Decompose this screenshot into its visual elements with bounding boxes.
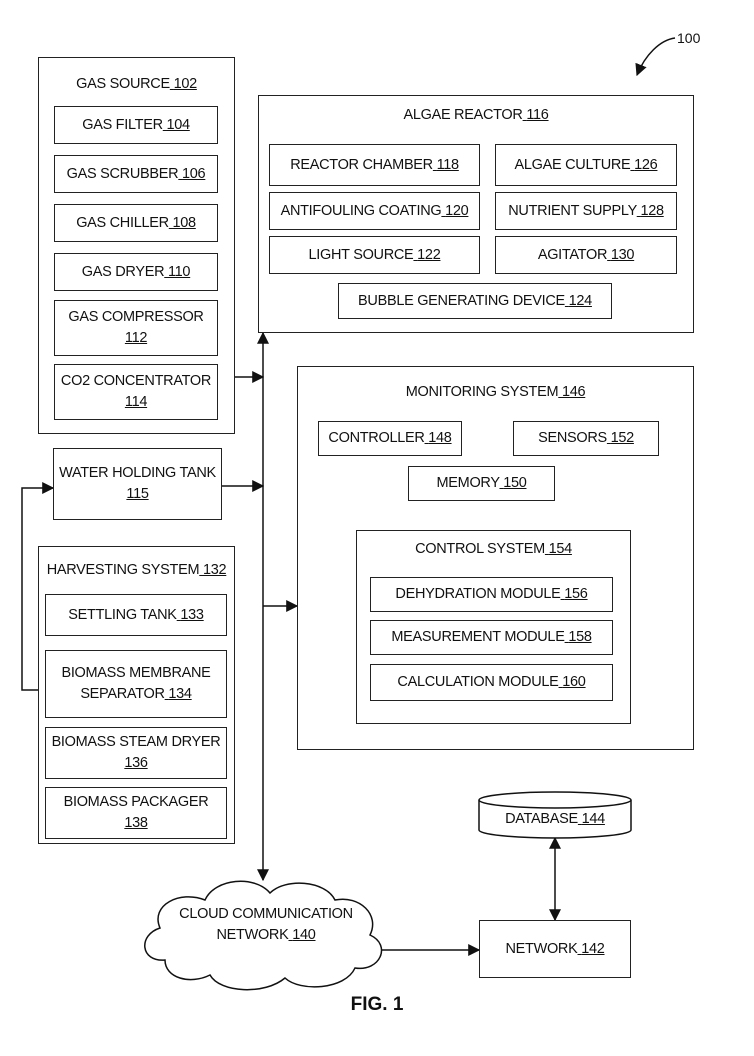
nutrient-supply-box: NUTRIENT SUPPLY128 bbox=[495, 192, 677, 230]
database-label: DATABASE144 bbox=[479, 808, 631, 830]
gas-source-title: GAS SOURCE102 bbox=[39, 75, 234, 94]
algae-culture-box: ALGAE CULTURE126 bbox=[495, 144, 677, 186]
ref-100-leader bbox=[637, 38, 675, 75]
biomass-steam-dryer-box: BIOMASS STEAM DRYER 136 bbox=[45, 727, 227, 779]
figure-reference-number: 100 bbox=[677, 30, 700, 46]
water-holding-tank-box: WATER HOLDING TANK 115 bbox=[53, 448, 222, 520]
light-source-box: LIGHT SOURCE122 bbox=[269, 236, 480, 274]
settling-tank-box: SETTLING TANK133 bbox=[45, 594, 227, 636]
sensors-box: SENSORS152 bbox=[513, 421, 659, 456]
control-system-title: CONTROL SYSTEM154 bbox=[357, 540, 630, 559]
agitator-box: AGITATOR130 bbox=[495, 236, 677, 274]
controller-box: CONTROLLER148 bbox=[318, 421, 462, 456]
memory-box: MEMORY150 bbox=[408, 466, 555, 501]
biomass-membrane-separator-box: BIOMASS MEMBRANE SEPARATOR134 bbox=[45, 650, 227, 718]
biomass-packager-box: BIOMASS PACKAGER 138 bbox=[45, 787, 227, 839]
monitoring-system-title: MONITORING SYSTEM146 bbox=[298, 383, 693, 402]
cloud-communication-network-label: CLOUD COMMUNICATION NETWORK140 bbox=[160, 902, 372, 948]
measurement-module-box: MEASUREMENT MODULE158 bbox=[370, 620, 613, 655]
gas-dryer-box: GAS DRYER110 bbox=[54, 253, 218, 291]
gas-scrubber-box: GAS SCRUBBER106 bbox=[54, 155, 218, 193]
co2-concentrator-box: CO2 CONCENTRATOR 114 bbox=[54, 364, 218, 420]
algae-reactor-title: ALGAE REACTOR116 bbox=[259, 106, 693, 125]
gas-compressor-box: GAS COMPRESSOR 112 bbox=[54, 300, 218, 356]
bubble-generating-device-box: BUBBLE GENERATING DEVICE124 bbox=[338, 283, 612, 319]
figure-caption: FIG. 1 bbox=[0, 994, 754, 1016]
dehydration-module-box: DEHYDRATION MODULE156 bbox=[370, 577, 613, 612]
antifouling-coating-box: ANTIFOULING COATING120 bbox=[269, 192, 480, 230]
gas-filter-box: GAS FILTER104 bbox=[54, 106, 218, 144]
harvesting-system-title: HARVESTING SYSTEM132 bbox=[39, 561, 234, 580]
calculation-module-box: CALCULATION MODULE160 bbox=[370, 664, 613, 701]
gas-chiller-box: GAS CHILLER108 bbox=[54, 204, 218, 242]
network-box: NETWORK142 bbox=[479, 920, 631, 978]
reactor-chamber-box: REACTOR CHAMBER118 bbox=[269, 144, 480, 186]
